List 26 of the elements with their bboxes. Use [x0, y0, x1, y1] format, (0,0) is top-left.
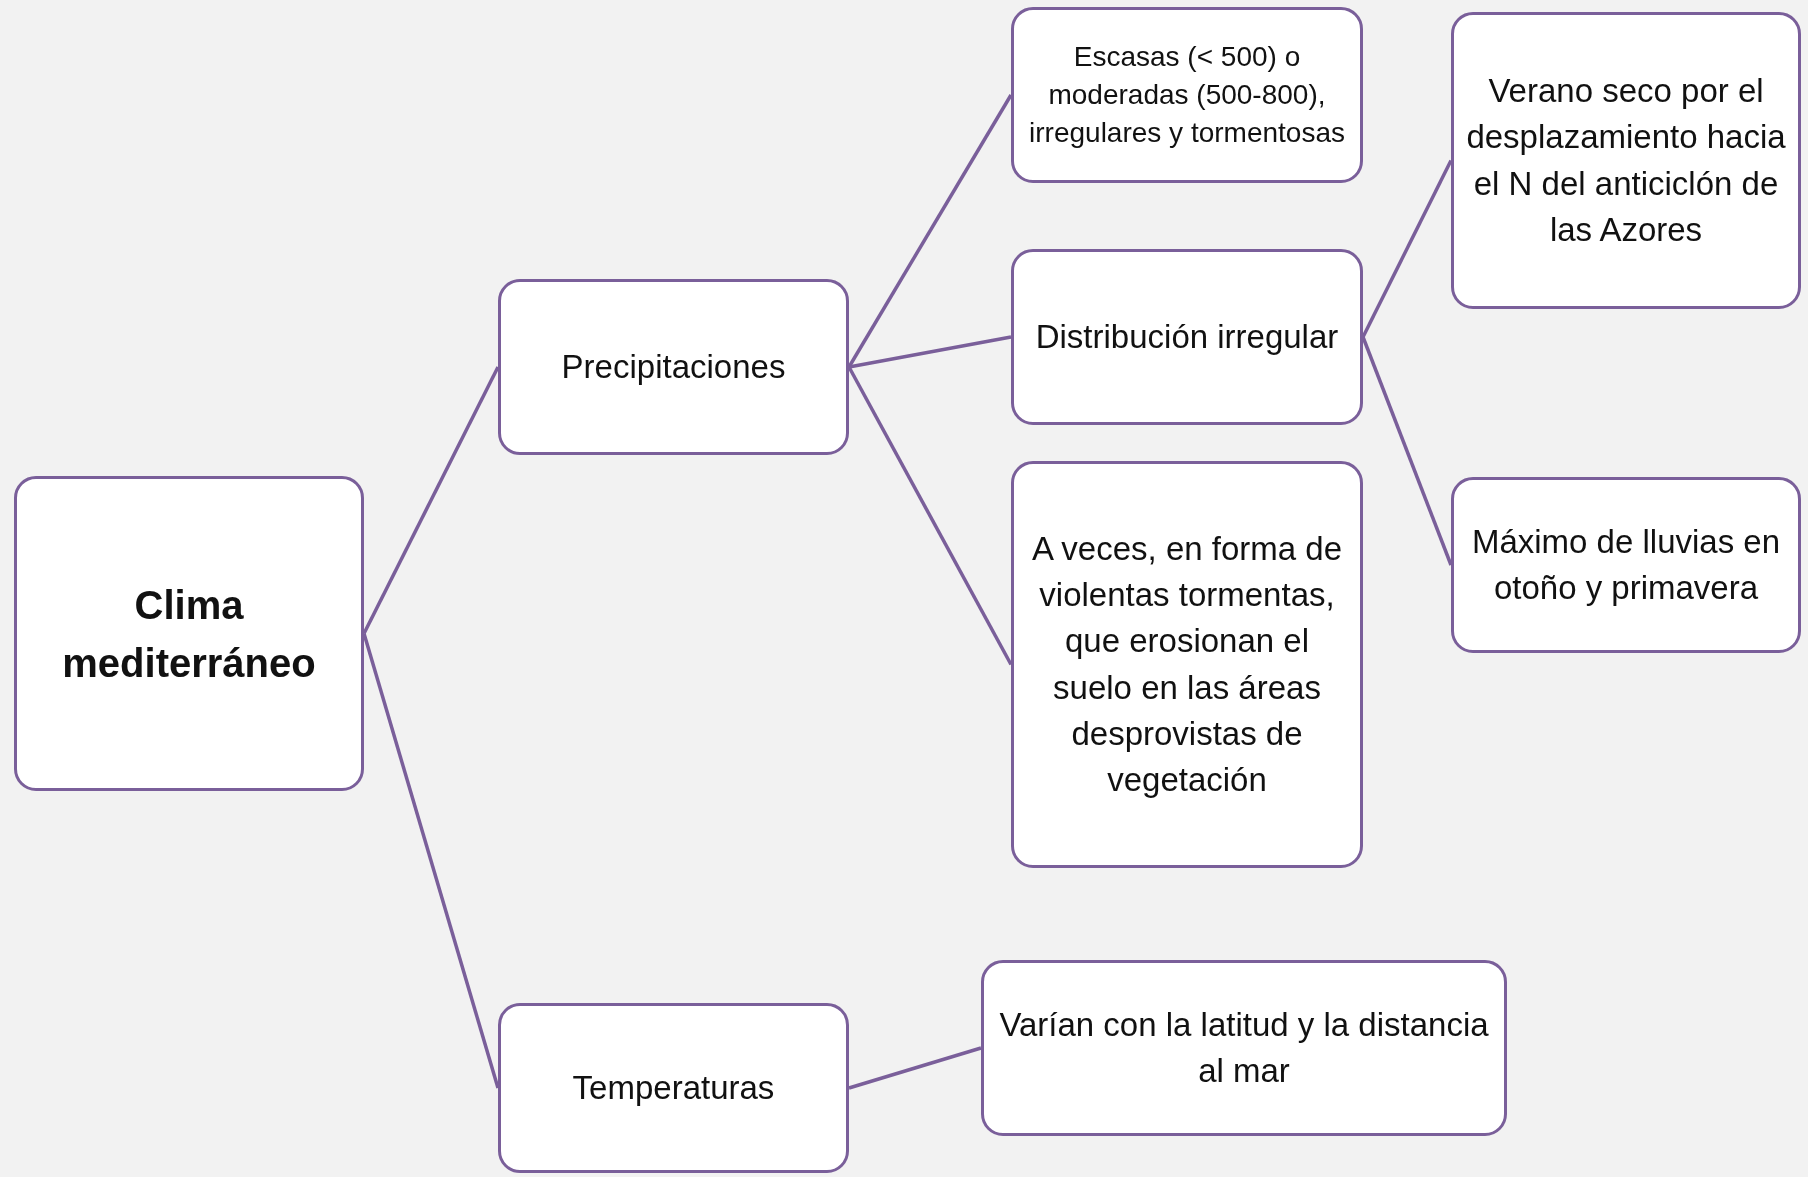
- node-text: Temperaturas: [572, 1067, 775, 1108]
- connector-line: [847, 366, 1013, 666]
- connector-line: [848, 1046, 982, 1090]
- node-text: Máximo de lluvias en otoño y primavera: [1470, 521, 1782, 608]
- concept-box: [1451, 12, 1801, 309]
- concept-box: [498, 279, 849, 455]
- connector-line: [1361, 336, 1453, 566]
- connector-line: [847, 94, 1013, 368]
- concept-box: [981, 960, 1507, 1136]
- connector-line: [1361, 159, 1453, 338]
- node-text: A veces, en forma de violentas tormentas, que erosionan el suelo en las áreas desprovistas de vegetación: [1031, 528, 1343, 800]
- node-text: Varían con la latitud y la distancia al mar: [998, 1004, 1490, 1091]
- concept-box: [498, 1003, 849, 1173]
- node-text: Escasas (< 500) o moderadas (500-800), irregulares y tormentosas: [1028, 40, 1346, 150]
- node-text: Precipitaciones: [561, 346, 786, 387]
- node-text: Distribución irregular: [1035, 316, 1339, 357]
- connector-line: [848, 335, 1012, 369]
- concept-box: [1011, 249, 1363, 425]
- concept-box: [1011, 7, 1363, 183]
- connector-line: [362, 633, 500, 1089]
- concept-box: [1011, 461, 1363, 868]
- node-text: Clima mediterráneo: [61, 581, 317, 687]
- connector-line: [362, 366, 500, 635]
- concept-box: [14, 476, 364, 791]
- concept-box: [1451, 477, 1801, 653]
- node-text: Verano seco por el desplazamiento hacia el N del anticiclón de las Azores: [1465, 71, 1787, 250]
